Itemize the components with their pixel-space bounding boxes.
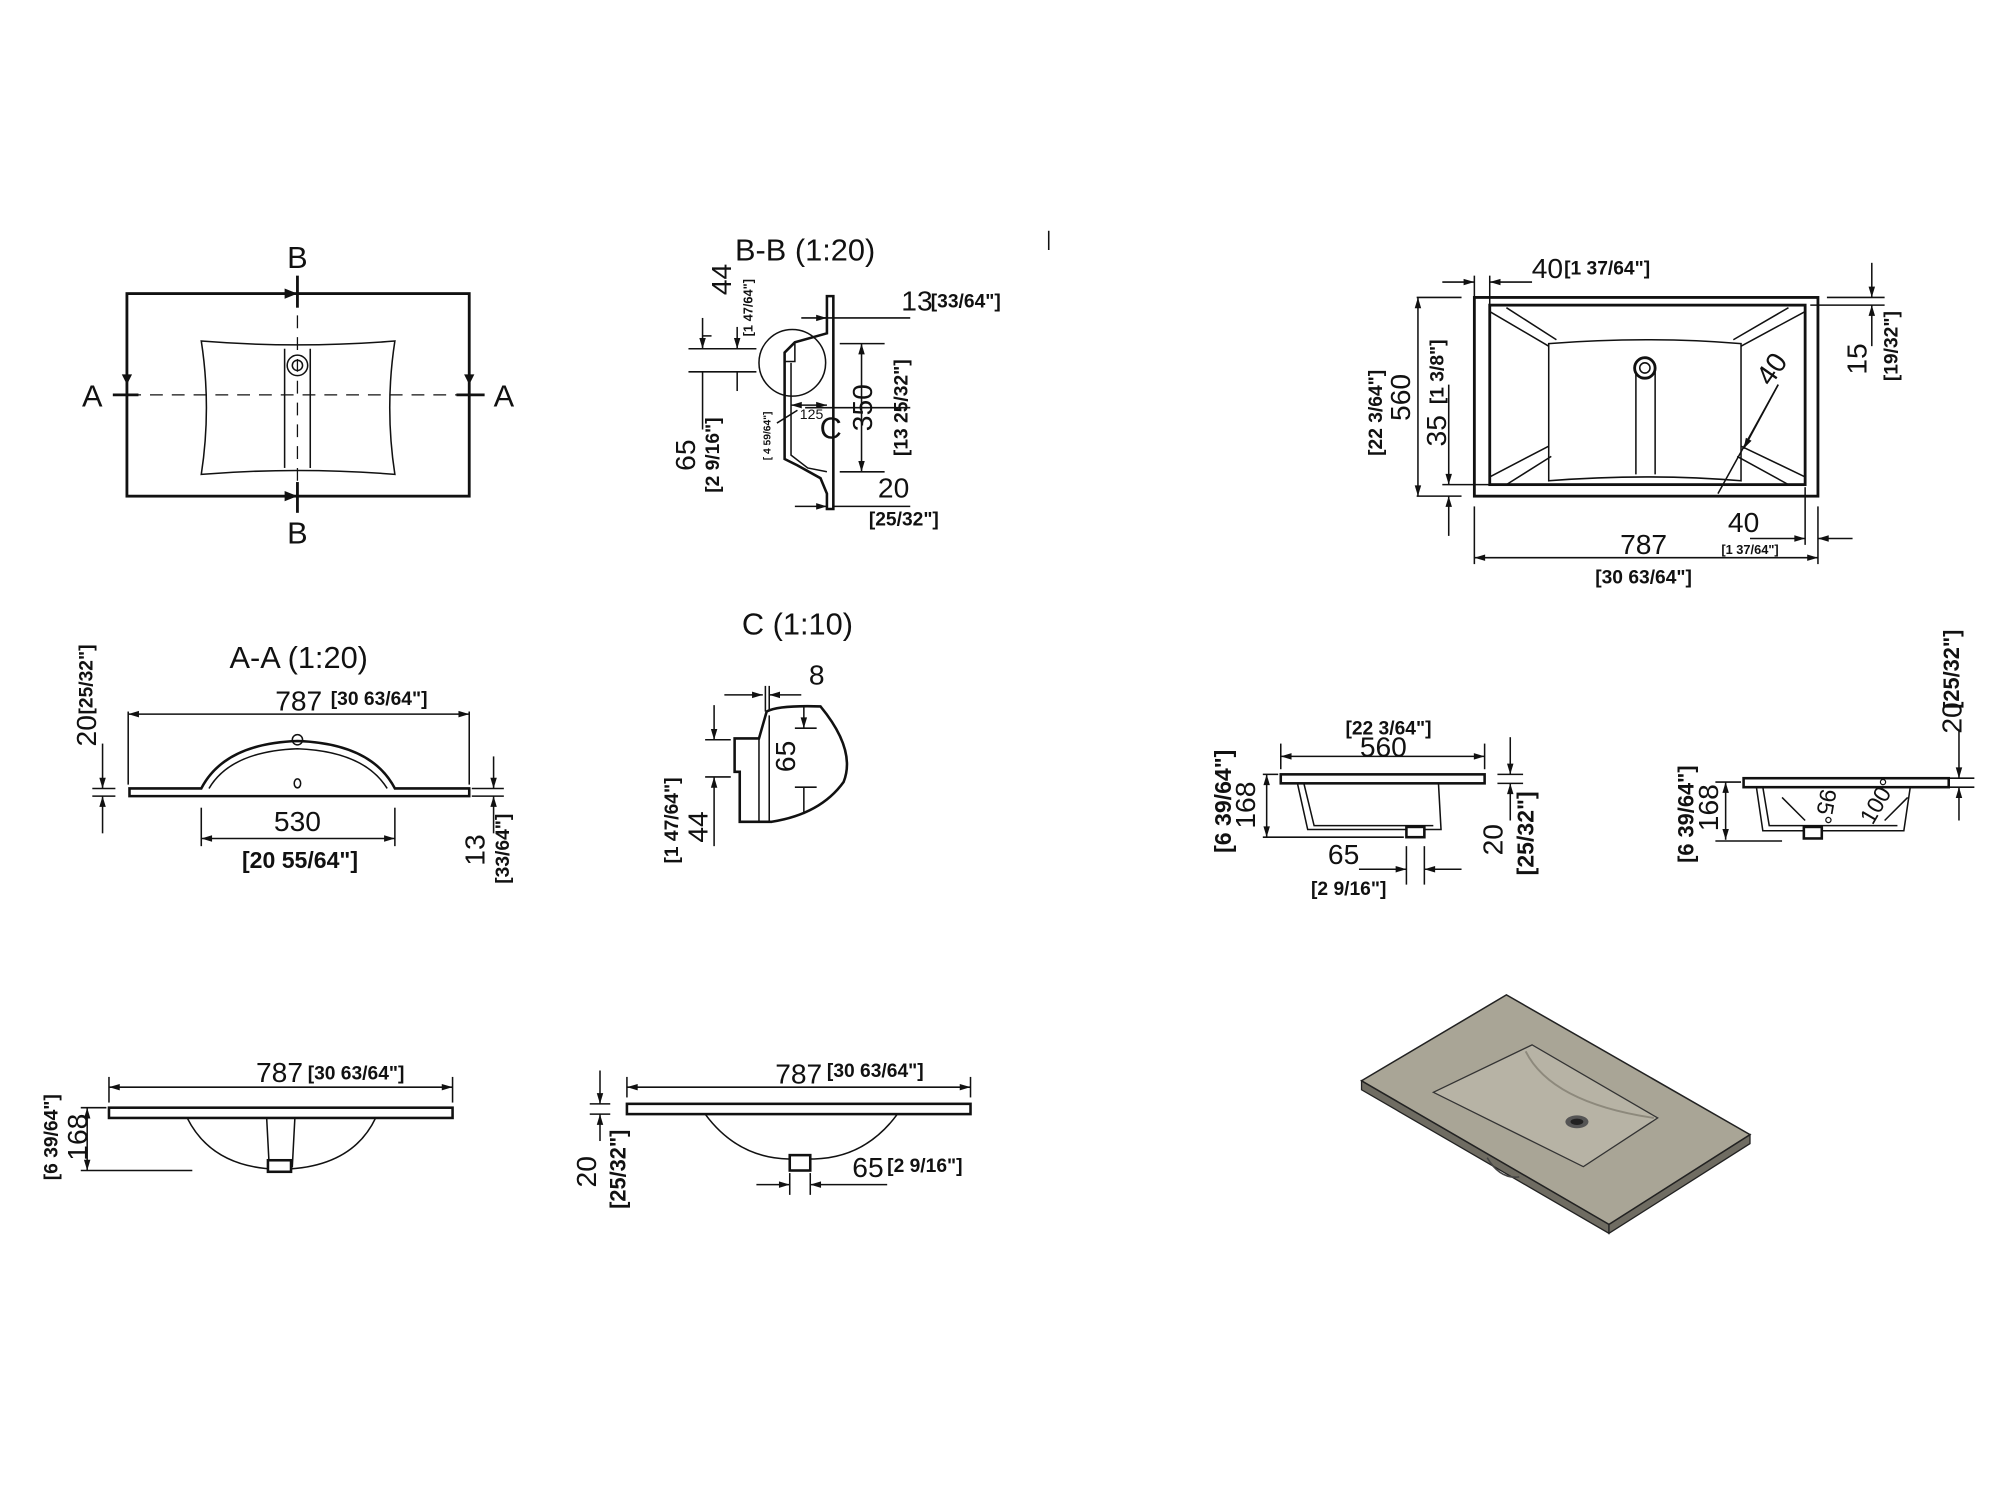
detail-c-label: C: [820, 410, 842, 445]
dim-350: 350: [846, 384, 878, 431]
dim-8: 8: [809, 659, 825, 691]
plan-view: B A A B: [82, 240, 515, 551]
dim-168-inch: [6 39/64"]: [42, 1094, 63, 1180]
dim-65-inch: [2 9/16"]: [703, 417, 724, 492]
dim-65: 65: [1328, 838, 1359, 870]
dim-560-inch: [22 3/64"]: [1366, 370, 1387, 456]
front-view-1: 787 [30 63/64"] 168 [6 39/64"]: [42, 1056, 454, 1180]
dim-65: 65: [852, 1151, 883, 1183]
side-view-2: 20 [25/32"] 168 [6 39/64"] 95° 100°: [1674, 630, 1975, 863]
dim-20: 20: [570, 1156, 602, 1187]
dim-530: 530: [274, 805, 321, 837]
angle-95: 95°: [1810, 787, 1842, 826]
dim-168-inch: [6 39/64"]: [1674, 765, 1699, 863]
detail-c-view: C (1:10) 8 65 44 [1 47/64"]: [662, 607, 853, 864]
dim-787: 787: [1620, 528, 1667, 560]
dim-35-inch: [1 3/8"]: [1428, 339, 1449, 404]
dim-44-inch: [1 47/64"]: [741, 279, 756, 336]
dim-787-inch: [30 63/64"]: [827, 1061, 924, 1082]
dim-44: 44: [705, 264, 737, 295]
section-label-b-top: B: [287, 240, 308, 275]
dim-65-inch: [2 9/16"]: [887, 1156, 962, 1177]
dim-787-inch: [30 63/64"]: [331, 689, 428, 710]
dim-20-inch: [25/32"]: [606, 1130, 631, 1209]
isometric-render: [1360, 993, 1752, 1235]
section-aa-title: A-A (1:20): [229, 640, 367, 675]
dim-13-inch: [33/64"]: [493, 814, 514, 884]
dim-20: 20: [878, 471, 909, 503]
drain-icon: [1633, 356, 1657, 380]
section-label-a-left: A: [82, 378, 103, 413]
dim-15: 15: [1841, 343, 1873, 374]
dim-40-bottom-inch: [1 37/64"]: [1721, 542, 1778, 557]
dim-65-inch: [2 9/16"]: [1311, 879, 1386, 900]
dim-40-bottom: 40: [1728, 506, 1759, 538]
dim-530-inch: [20 55/64"]: [242, 847, 358, 873]
section-aa-view: A-A (1:20) 787 [30 63/64"] 20 [25/32"] 5…: [70, 640, 514, 884]
detail-c-circle: [758, 328, 827, 397]
dim-20-inch: [25/32"]: [869, 510, 939, 531]
dim-125-inch: [ 4 59/64"]: [763, 412, 774, 461]
dim-787: 787: [256, 1056, 303, 1088]
drain-icon: [286, 354, 309, 377]
dim-13-inch: [33/64"]: [931, 292, 1001, 313]
dim-65: 65: [769, 741, 801, 772]
side-view-1: [22 3/64"] 560 168 [6 39/64"] 65 [2 9/16…: [1210, 719, 1539, 900]
dim-168-inch: [6 39/64"]: [1210, 750, 1236, 853]
dim-20: 20: [1477, 824, 1509, 855]
section-label-a-right: A: [494, 378, 515, 413]
dim-20: 20: [1936, 702, 1968, 733]
dim-560: 560: [1384, 374, 1416, 421]
dim-168: 168: [1692, 784, 1724, 831]
section-bb-view: B-B (1:20) 44 [1 47/64"] 13 [33/64"] 350…: [669, 230, 1050, 531]
dim-65: 65: [669, 439, 701, 470]
dim-20-inch: [25/32"]: [1939, 630, 1964, 709]
dim-44-inch: [1 47/64"]: [662, 777, 683, 863]
section-bb-title: B-B (1:20): [735, 232, 875, 267]
dim-787-inch: [30 63/64"]: [1595, 567, 1692, 588]
dim-787: 787: [775, 1057, 822, 1089]
dim-20-inch: [25/32"]: [1512, 791, 1538, 875]
dim-168: 168: [1229, 782, 1261, 829]
dim-350-inch: [13 25/32"]: [892, 359, 913, 456]
dim-13: 13: [901, 284, 932, 316]
top-view: 40 [1 37/64"] 15 [19/32"] 560 [22 3/64"]…: [1366, 252, 1902, 588]
front-view-2: 787 [30 63/64"] 20 [25/32"] 65 [2 9/16"]: [570, 1057, 972, 1209]
dim-radius-40: 40: [1749, 347, 1793, 391]
dim-560-inch: [22 3/64"]: [1345, 719, 1431, 740]
section-label-b-bottom: B: [287, 516, 308, 551]
dim-40-top: 40: [1532, 252, 1563, 284]
dim-20-inch: [25/32"]: [76, 644, 97, 714]
dim-787: 787: [275, 684, 322, 716]
dim-40-top-inch: [1 37/64"]: [1564, 258, 1650, 279]
dim-787-inch: [30 63/64"]: [308, 1063, 405, 1084]
dim-20: 20: [70, 715, 102, 746]
dim-35: 35: [1420, 415, 1452, 446]
dim-560: 560: [1360, 730, 1407, 762]
dim-168: 168: [61, 1114, 93, 1161]
dim-125: 125: [800, 406, 824, 422]
dim-44: 44: [682, 811, 714, 842]
dim-13: 13: [459, 834, 491, 865]
detail-c-title: C (1:10): [742, 607, 853, 642]
dim-15-inch: [19/32"]: [1881, 311, 1902, 381]
